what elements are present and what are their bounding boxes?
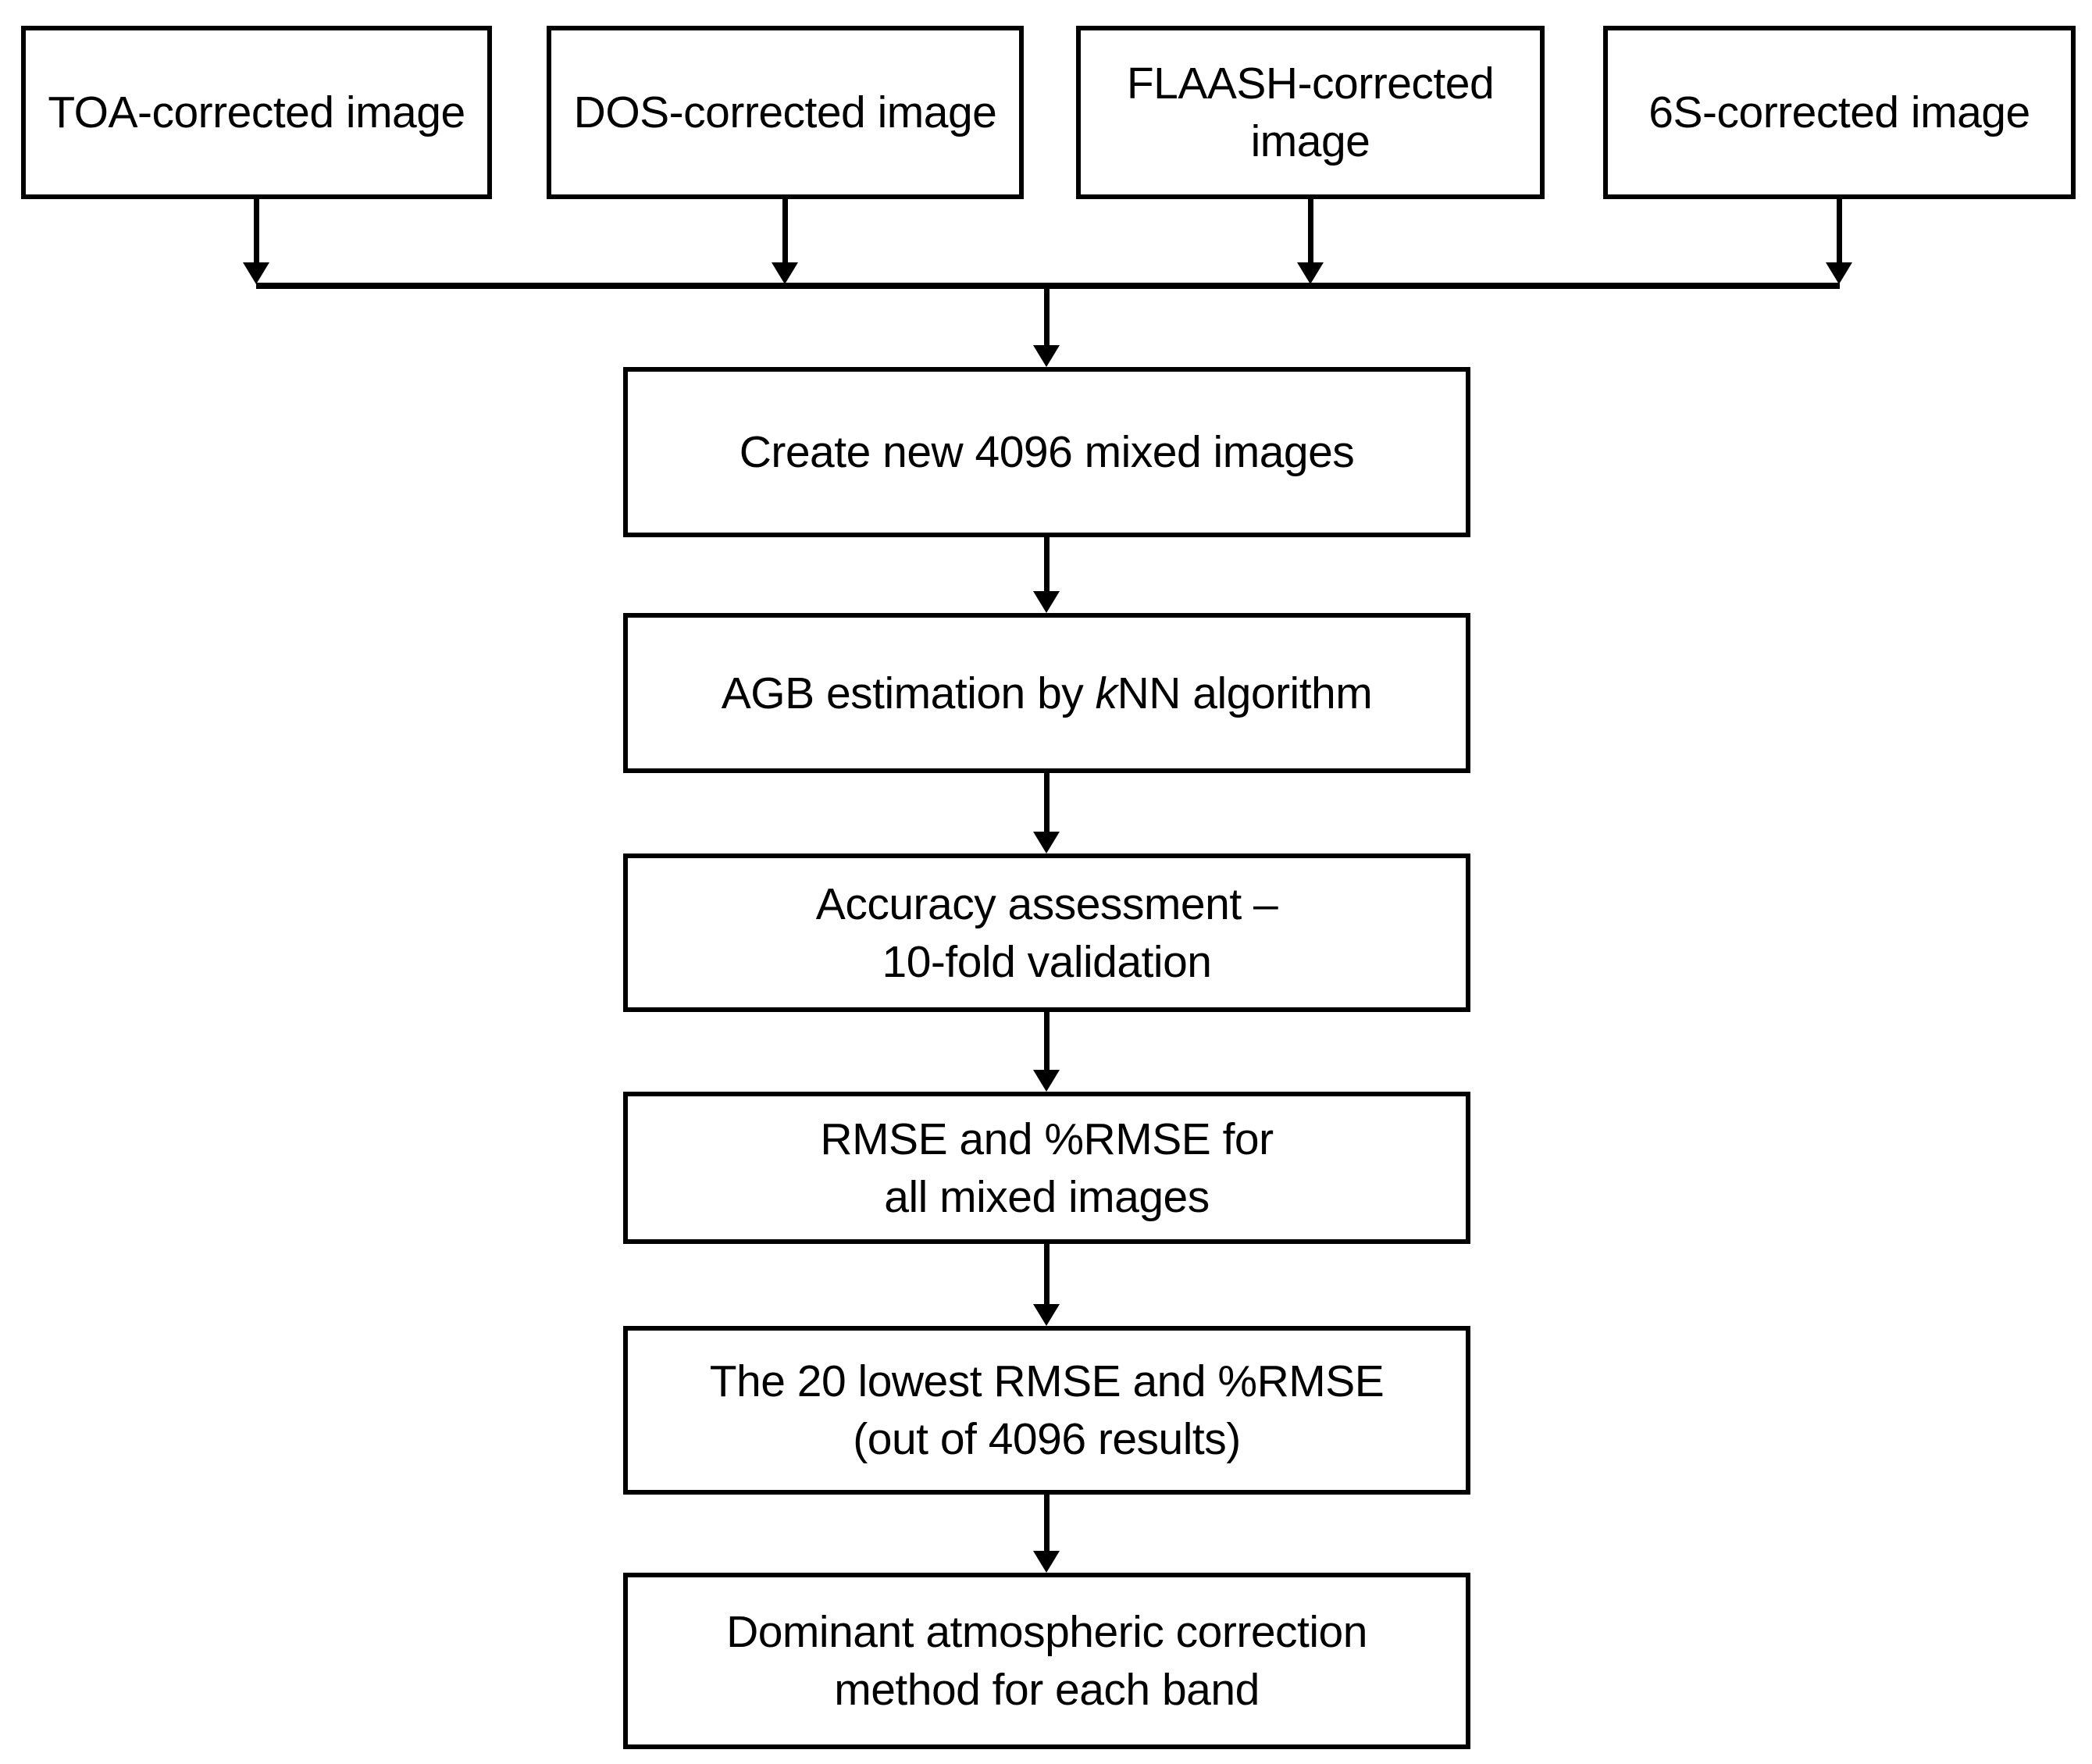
agb-knn-label-italic-k: k (1095, 668, 1118, 718)
source-box-flaash: FLAASH-corrected image (1076, 26, 1545, 199)
step-box-rmse-label-line1: RMSE and %RMSE for (820, 1114, 1274, 1164)
step-box-rmse: RMSE and %RMSE for all mixed images (623, 1092, 1470, 1244)
arrow-6s-head (1826, 262, 1852, 284)
arrow-6s-shaft (1837, 199, 1842, 265)
arrow-rmse-to-lowest-shaft (1044, 1244, 1050, 1304)
step-box-agb-knn-label: AGB estimation by kNN algorithm (721, 665, 1373, 722)
agb-knn-label-suffix: NN algorithm (1117, 668, 1373, 718)
source-box-dos: DOS-corrected image (547, 26, 1024, 199)
step-box-dominant-label-line1: Dominant atmospheric correction (726, 1607, 1367, 1657)
step-box-accuracy: Accuracy assessment – 10-fold validation (623, 853, 1470, 1012)
arrow-flaash-head (1297, 262, 1324, 284)
source-box-toa-label: TOA-corrected image (48, 87, 465, 137)
arrow-agb-to-accuracy-shaft (1044, 773, 1050, 832)
step-box-lowest-20: The 20 lowest RMSE and %RMSE (out of 409… (623, 1326, 1470, 1495)
arrow-merge-to-create-shaft (1044, 289, 1050, 347)
arrow-accuracy-to-rmse-shaft (1044, 1012, 1050, 1070)
arrow-lowest-to-dominant-head (1033, 1551, 1060, 1573)
source-box-flaash-label-line1: FLAASH-corrected (1126, 59, 1495, 109)
step-box-dominant: Dominant atmospheric correction method f… (623, 1573, 1470, 1749)
source-box-6s: 6S-corrected image (1603, 26, 2076, 199)
step-box-create-mixed: Create new 4096 mixed images (623, 367, 1470, 537)
agb-knn-label-prefix: AGB estimation by (721, 668, 1096, 718)
step-box-accuracy-label-line1: Accuracy assessment – (815, 878, 1278, 929)
arrow-dos-head (772, 262, 798, 284)
step-box-rmse-label-line2: all mixed images (884, 1171, 1210, 1222)
source-box-flaash-label-line2: image (1250, 116, 1370, 166)
step-box-lowest-20-label-line1: The 20 lowest RMSE and %RMSE (709, 1356, 1385, 1406)
arrow-agb-to-accuracy-head (1033, 832, 1060, 853)
source-box-toa: TOA-corrected image (21, 26, 492, 199)
arrow-create-to-agb-head (1033, 591, 1060, 613)
arrow-flaash-shaft (1308, 199, 1313, 265)
arrow-toa-shaft (254, 199, 259, 265)
merge-line (256, 283, 1840, 289)
step-box-create-mixed-label: Create new 4096 mixed images (739, 427, 1355, 477)
arrow-lowest-to-dominant-shaft (1044, 1495, 1050, 1551)
step-box-lowest-20-label-line2: (out of 4096 results) (853, 1414, 1241, 1464)
arrow-rmse-to-lowest-head (1033, 1304, 1060, 1326)
source-box-6s-label: 6S-corrected image (1648, 87, 2030, 137)
arrow-toa-head (243, 262, 269, 284)
step-box-dominant-label-line2: method for each band (834, 1665, 1260, 1715)
arrow-merge-to-create-head (1033, 345, 1060, 367)
arrow-create-to-agb-shaft (1044, 537, 1050, 593)
source-box-dos-label: DOS-corrected image (573, 87, 997, 137)
step-box-agb-knn: AGB estimation by kNN algorithm (623, 613, 1470, 773)
step-box-accuracy-label-line2: 10-fold validation (882, 936, 1212, 987)
arrow-dos-shaft (782, 199, 788, 265)
arrow-accuracy-to-rmse-head (1033, 1070, 1060, 1092)
